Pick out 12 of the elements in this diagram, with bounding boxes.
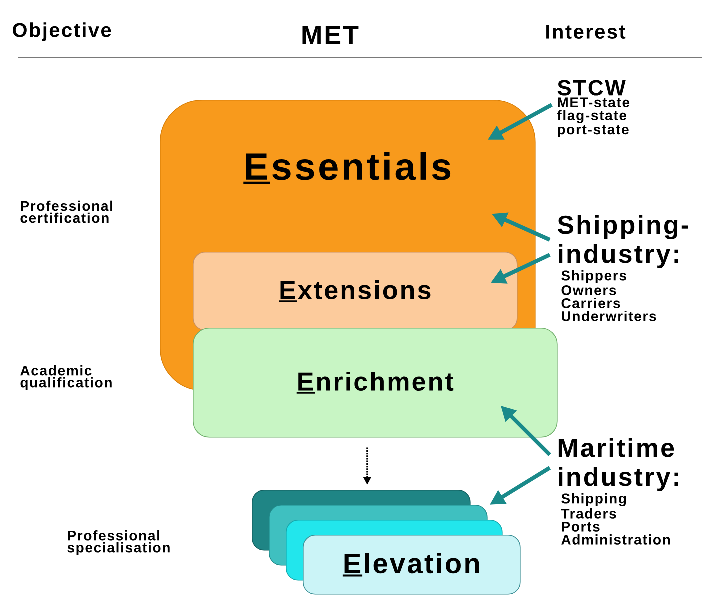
elevation-card: Elevation	[303, 535, 521, 595]
side-label: Professional certification	[20, 200, 112, 224]
side-label: Academic qualification	[20, 365, 112, 391]
extensions-box: Extensions	[193, 252, 518, 331]
column-heading: Interest	[546, 25, 626, 39]
column-heading: Objective	[13, 22, 112, 42]
side-label: Professional specialisation	[68, 530, 170, 556]
enrichment-box: Enrichment	[193, 328, 558, 438]
title: MET	[302, 26, 359, 44]
stakeholder-text: Maritime industry: Shipping Traders Ports Administration	[558, 438, 678, 545]
stakeholder-text: Shipping-industry: Shippers Owners Carriers Underwriters	[558, 215, 688, 322]
stakeholder-text: STCW MET-state flag-state port-state	[557, 80, 630, 138]
